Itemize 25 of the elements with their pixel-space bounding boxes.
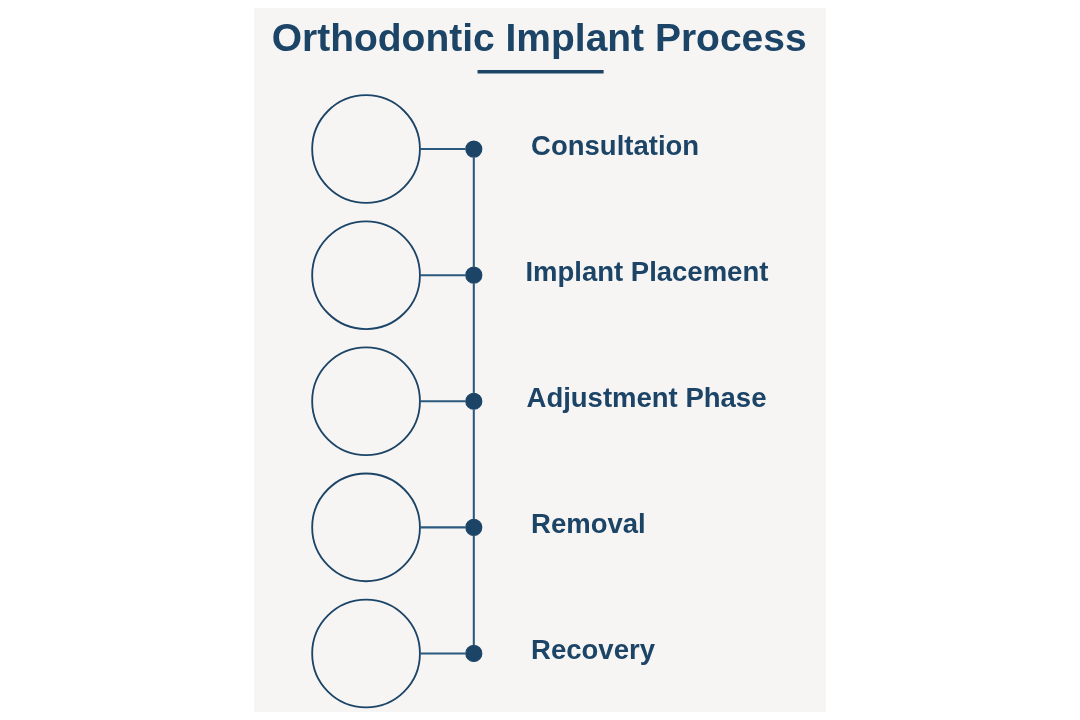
node-circle — [465, 140, 483, 158]
node-circle — [311, 598, 421, 709]
connector — [419, 148, 466, 151]
node-circle — [465, 266, 483, 284]
node-circle — [311, 220, 421, 330]
node-label: Adjustment Phase — [526, 382, 767, 414]
diagram-title: Orthodontic Implant Process — [271, 15, 807, 59]
node-label: Removal — [531, 508, 646, 540]
node-circle — [311, 472, 421, 583]
connector — [472, 535, 475, 646]
connector — [472, 409, 475, 520]
node-circle — [311, 94, 421, 204]
node-circle — [311, 346, 421, 457]
node-label: Implant Placement — [525, 256, 769, 288]
connector — [419, 652, 466, 655]
node-circle — [465, 644, 483, 663]
connector — [419, 400, 466, 403]
connector — [419, 274, 466, 277]
node-circle — [465, 518, 483, 536]
connector — [472, 157, 475, 268]
connector — [419, 526, 466, 529]
connector — [472, 283, 475, 394]
node-label: Recovery — [531, 634, 655, 666]
node-label: Consultation — [531, 130, 700, 162]
node-circle — [465, 392, 483, 410]
